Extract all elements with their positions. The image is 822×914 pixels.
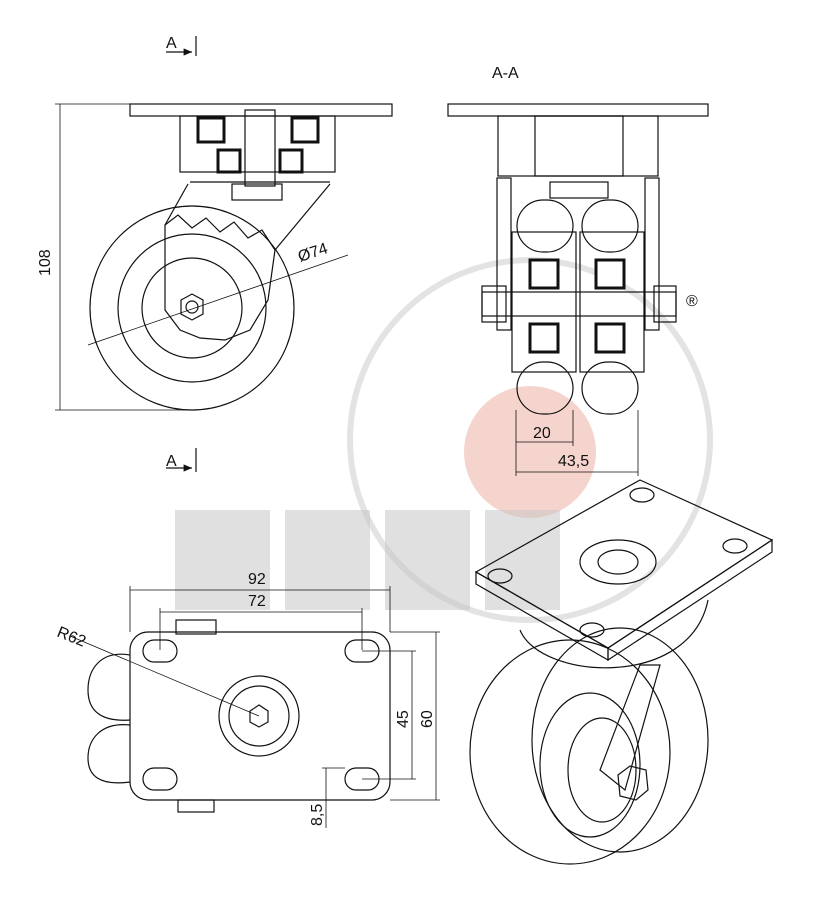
tire-right-bottom (581, 361, 639, 415)
watermark-red-circle (464, 386, 596, 518)
wheel-diameter-label: Ø74 (296, 240, 330, 266)
plate-nut-top (175, 619, 217, 635)
iso-hole-1 (487, 568, 513, 584)
iso-hole-3 (722, 538, 748, 554)
fork-leg-right (274, 183, 331, 251)
tire-left-top (516, 199, 574, 253)
fork-leg (164, 183, 189, 226)
height-label: 108 (37, 249, 54, 276)
diameter-leader (87, 254, 349, 346)
rim-left (511, 231, 577, 373)
iso-wheel-back (531, 627, 709, 853)
iso-hole-4 (579, 622, 605, 638)
outer-width-label: 43,5 (558, 453, 589, 470)
iso-wheel-rim (539, 692, 641, 838)
axle-nut (180, 293, 204, 321)
section-marker-top: A (166, 35, 177, 52)
fork-arm (164, 214, 276, 341)
section-kingpin-hatch (534, 115, 624, 177)
axle-head-left (481, 285, 507, 323)
watermark-logo: ® (175, 257, 713, 623)
iso-hole-2 (629, 487, 655, 503)
section-bearing-3 (528, 322, 560, 354)
bearing-low-left (216, 148, 242, 174)
kingpin (244, 109, 276, 187)
section-bearing-1 (528, 258, 560, 290)
center-boss-inner (228, 685, 290, 747)
fork-right (644, 177, 660, 331)
plate-nut-bottom (177, 799, 215, 813)
iso-swivel-body (519, 599, 709, 669)
rim-right (579, 231, 645, 373)
plate-width-label: 60 (419, 710, 436, 728)
section-housing (497, 115, 659, 177)
slot-bottom-left (142, 767, 178, 791)
section-marker-bottom: A (166, 453, 177, 470)
hole-spacing-long-label: 72 (248, 593, 266, 610)
section-nut (549, 181, 609, 199)
iso-boss-outer (579, 539, 657, 585)
radius-label: R62 (55, 624, 89, 651)
watermark-letter-2 (285, 510, 370, 610)
nut-top (231, 183, 283, 201)
watermark-registered-mark: ® (686, 293, 698, 310)
offset-label: 8,5 (309, 804, 326, 826)
bearing-top-left (196, 116, 226, 144)
wheel-ghost-bottom (87, 724, 131, 784)
swivel-housing (179, 115, 336, 173)
bearing-top-right (290, 116, 320, 144)
section-bearing-4 (594, 322, 626, 354)
wheel-inner (117, 233, 267, 383)
hole-spacing-short-label: 45 (395, 710, 412, 728)
tire-left-bottom (516, 361, 574, 415)
iso-wheel-front (469, 639, 671, 865)
section-top-plate (447, 103, 709, 117)
inner-width-label: 20 (533, 425, 551, 442)
side-view: Ø74 108 A A (37, 35, 393, 472)
hex-socket (249, 704, 269, 728)
fork-left (496, 177, 512, 331)
radius-leader (69, 635, 260, 717)
axle (185, 300, 199, 314)
section-title: A-A (492, 65, 519, 82)
plate-length-label: 92 (248, 571, 266, 588)
axle-head-right (653, 285, 677, 323)
hub-ring (141, 257, 243, 359)
iso-plate-edge-right (607, 538, 773, 662)
iso-wheel-hub (567, 717, 637, 823)
iso-fork (599, 664, 661, 792)
watermark-letter-1 (175, 510, 270, 610)
watermark-letter-3 (385, 510, 470, 610)
center-boss-outer (218, 675, 300, 757)
iso-boss-inner (597, 549, 639, 575)
isometric-view (469, 479, 774, 865)
wheel-ghost-top (87, 653, 131, 721)
bearing-low-right (278, 148, 304, 174)
tire-right-top (581, 199, 639, 253)
mount-plate (129, 631, 391, 801)
section-bearing-2 (594, 258, 626, 290)
section-view: A-A 20 43,5 (447, 65, 709, 476)
top-view: R62 92 72 45 60 8,5 (55, 571, 440, 828)
iso-axle-nut (617, 765, 649, 801)
